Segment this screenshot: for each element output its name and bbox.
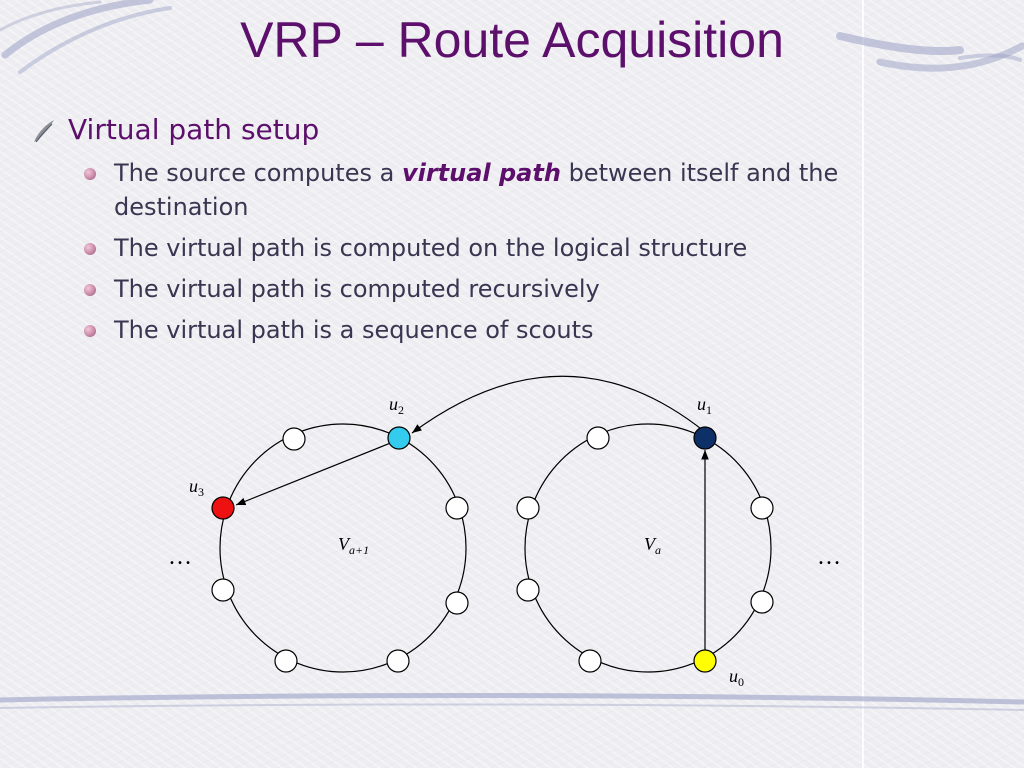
node-right-6 [750,590,774,614]
stroke-bottom [0,692,1024,705]
node-left-3 [445,591,469,615]
sub-bullet-dot [84,168,96,180]
sub-bullet-dot [84,325,96,337]
stroke-top-right-3 [958,53,1022,62]
node-left-2 [445,496,469,520]
sub-bullet-4: The virtual path is a sequence of scouts [84,313,864,347]
sub-bullet-3-text: The virtual path is computed recursively [114,275,600,303]
quill-bullet-icon [34,120,54,143]
stroke-top-right-1 [836,32,964,55]
slide-title: VRP – Route Acquisition [240,12,784,68]
ellipsis-right: … [817,544,841,570]
label-u2: u2 [389,394,404,417]
node-left-6 [211,578,235,602]
node-u0 [693,649,717,673]
ring-left [219,423,467,673]
sub-bullet-1: The source computes a virtual path betwe… [84,156,864,224]
ring-right [524,423,772,673]
bullet-virtual-path-setup: Virtual path setup [68,113,320,146]
stroke-top-right-2 [876,42,1024,72]
stroke-bottom-2 [0,703,1024,711]
label-u0: u0 [729,666,744,689]
stroke-top-left-3 [0,0,102,32]
node-right-2 [516,496,540,520]
sub-bullet-1-before: The source computes a [114,159,402,187]
sub-bullet-2: The virtual path is computed on the logi… [84,231,864,265]
sub-bullet-dot [84,243,96,255]
node-left-5 [274,649,298,673]
node-right-5 [750,496,774,520]
node-right-4 [578,649,602,673]
node-right-1 [586,426,610,450]
node-u3 [211,496,235,520]
node-u2 [387,426,411,450]
background-edge [862,0,864,768]
arrow-u2-to-u3 [235,439,399,506]
sub-bullet-4-text: The virtual path is a sequence of scouts [114,316,594,344]
sub-bullet-dot [84,284,96,296]
bullet-level-1: Virtual path setup [32,112,319,148]
stroke-top-left-1 [1,0,154,59]
node-right-3 [516,578,540,602]
node-left-4 [386,649,410,673]
stroke-top-left-2 [18,6,172,74]
arrow-u1-to-u2 [411,375,706,434]
label-u1: u1 [697,394,712,417]
label-ring-left: Va+1 [338,534,369,557]
node-left-1 [282,427,306,451]
label-ring-right: Va [644,534,661,557]
sub-bullet-1-emphasis: virtual path [401,159,561,187]
sub-bullet-2-text: The virtual path is computed on the logi… [114,234,748,262]
sub-bullet-3: The virtual path is computed recursively [84,272,864,306]
label-u3: u3 [189,476,204,499]
node-u1 [693,426,717,450]
ellipsis-left: … [168,544,192,570]
sub-bullet-1-after: between itself and the destination [114,159,839,221]
